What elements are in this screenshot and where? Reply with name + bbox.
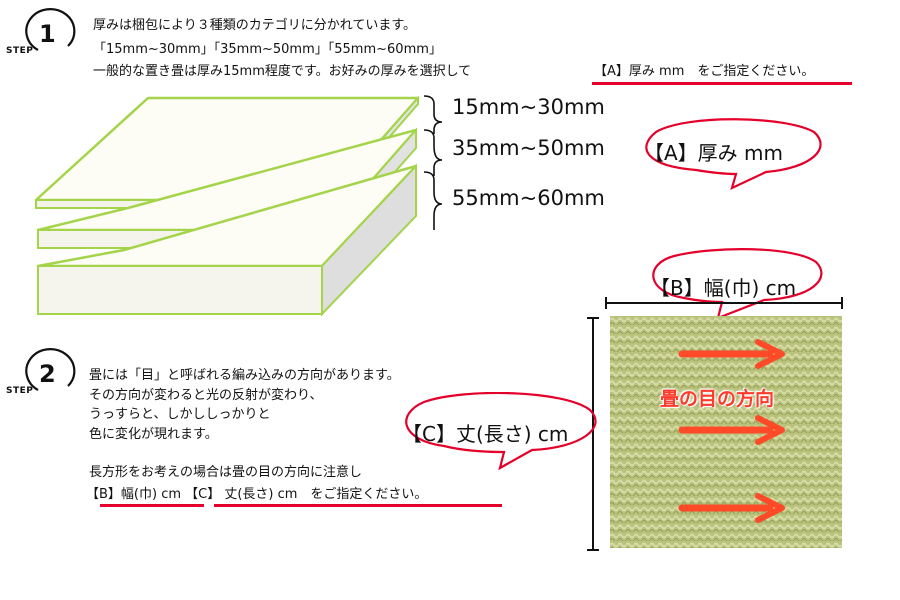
- step1-instruction-underline: [592, 82, 852, 85]
- grain-arrow-2-icon: [678, 415, 785, 445]
- callout-c-bubble-icon: [405, 392, 597, 471]
- callout-a-bubble-icon: [645, 118, 822, 191]
- mat-thick: [36, 163, 418, 317]
- step-badge-circle-icon: [25, 348, 76, 391]
- step1-line-2: 「15mm~30mm」「35mm~50mm」「55mm~60mm」: [93, 42, 442, 57]
- step-number: 2: [39, 360, 56, 388]
- callout-a-text: 【A】厚み mm: [644, 141, 784, 165]
- thickness-label-15-30: 15mm~30mm: [452, 95, 605, 119]
- step-word: STEP: [6, 386, 34, 396]
- grain-direction-label: 畳の目の方向: [660, 388, 775, 410]
- tatami-mat-swatch: [610, 316, 842, 548]
- step2-line-2: その方向が変わると光の反射が変わり、: [89, 388, 323, 403]
- step1-line-3: 一般的な置き畳は厚み15mm程度です。お好みの厚みを選択して: [93, 64, 472, 79]
- step2-instruction: 【B】幅(巾) cm 【C】 丈(長さ) cm をご指定ください。: [86, 487, 428, 502]
- step-number: 1: [39, 20, 56, 48]
- step2-line-4: 色に変化が現れます。: [89, 427, 218, 442]
- callout-b-text: 【B】幅(巾) cm: [650, 276, 797, 300]
- thickness-label-35-50: 35mm~50mm: [452, 136, 605, 160]
- grain-arrow-1-icon: [678, 339, 785, 369]
- length-dimension-line-icon: [587, 317, 599, 551]
- thickness-label-55-60: 55mm~60mm: [452, 186, 605, 210]
- step1-instruction: 【A】厚み mm をご指定ください。: [594, 64, 815, 79]
- step2-line-1: 畳には「目」と呼ばれる編み込みの方向があります。: [89, 368, 400, 383]
- thickness-mats-illustration: [34, 95, 420, 317]
- width-dimension-line-icon: [605, 297, 843, 309]
- step2-note: 長方形をお考えの場合は畳の目の方向に注意し: [89, 465, 363, 480]
- step2-line-3: うっすらと、しかししっかりと: [89, 407, 271, 422]
- thickness-brackets-icon: [423, 95, 443, 230]
- step1-line-1: 厚みは梱包により３種類のカテゴリに分かれています。: [93, 18, 417, 33]
- step2-instruction-underline-b: [100, 504, 204, 507]
- step-2-badge: STEP 2: [4, 346, 84, 406]
- callout-c-text: 【C】丈(長さ) cm: [402, 422, 569, 446]
- step-word: STEP: [6, 46, 34, 56]
- callout-b-bubble-icon: [652, 248, 823, 320]
- step-badge-circle-icon: [25, 8, 76, 51]
- grain-arrow-3-icon: [678, 493, 785, 523]
- step2-instruction-underline-c: [214, 504, 502, 507]
- step-1-badge: STEP 1: [4, 6, 84, 66]
